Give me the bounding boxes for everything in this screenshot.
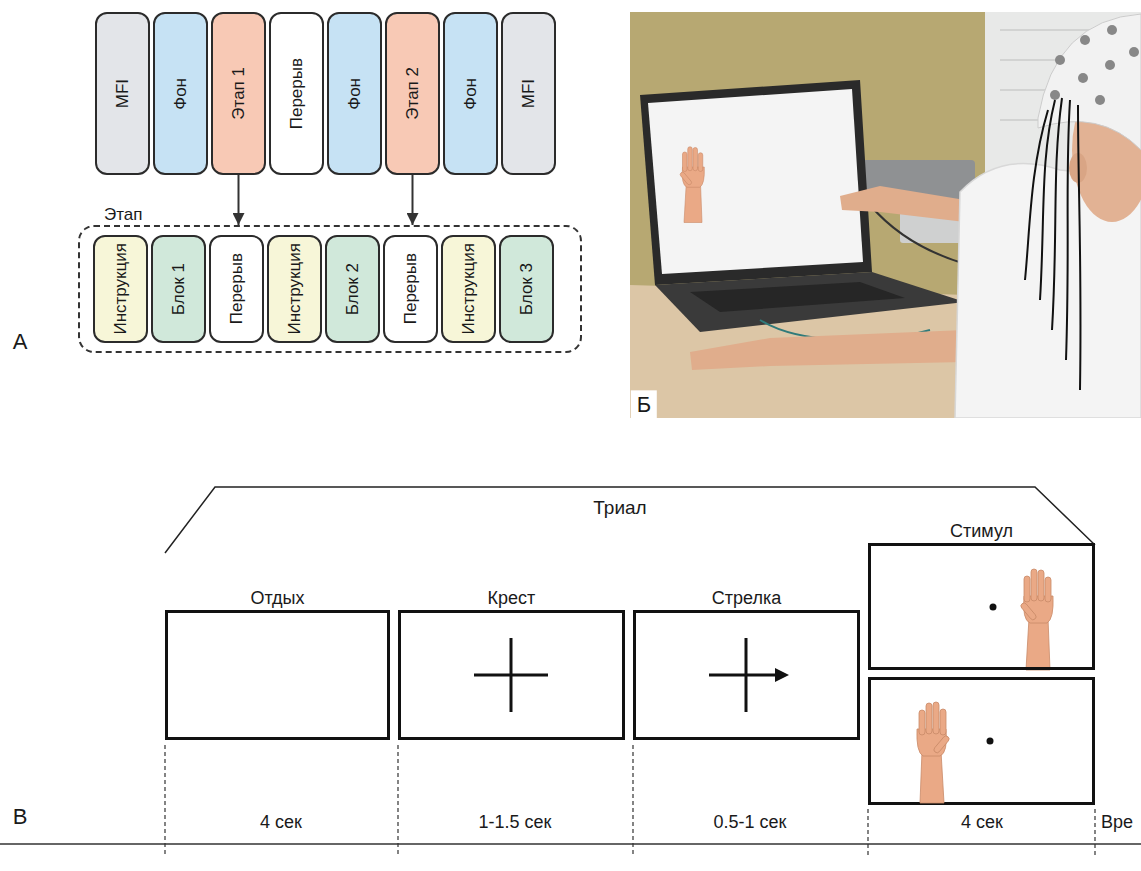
cue-arrow xyxy=(745,638,748,712)
screen-frame: Стимул xyxy=(868,543,1095,670)
electrode xyxy=(1080,35,1090,45)
block-box: Блок 2 xyxy=(325,235,380,343)
stage-box: Фон xyxy=(153,12,208,175)
hand-stimulus xyxy=(1020,569,1053,670)
fixation-dot xyxy=(987,738,994,745)
block-box: Инструкция xyxy=(93,235,148,343)
laptop-lid xyxy=(640,80,872,285)
box-label: Инструкция xyxy=(111,243,131,335)
box-label: Перерыв xyxy=(287,58,307,129)
box-heading: Крест xyxy=(488,588,536,609)
keyboard xyxy=(690,282,905,312)
time-marker xyxy=(867,809,868,856)
electrode xyxy=(1107,25,1117,35)
connectors xyxy=(239,175,413,225)
fixation-dot xyxy=(990,604,997,611)
bracket-label: Триал xyxy=(593,497,646,519)
left-arm xyxy=(690,330,965,370)
box-heading: Отдых xyxy=(250,588,304,609)
box-heading: Этап xyxy=(104,205,142,225)
box-label: Перерыв xyxy=(401,253,421,324)
block-box: Перерыв xyxy=(209,235,264,343)
block-box: Инструкция xyxy=(267,235,322,343)
time-marker xyxy=(632,745,633,856)
panel-letter: Б xyxy=(631,390,657,419)
electrode xyxy=(1129,47,1139,57)
time-marker xyxy=(1094,809,1095,856)
eeg-cap xyxy=(1038,14,1141,150)
box-label: Перерыв xyxy=(227,253,247,324)
stage-box: MFI xyxy=(501,12,556,175)
box-heading: Стимул xyxy=(950,521,1013,542)
box-label: Фон xyxy=(171,78,191,110)
stage-box: Фон xyxy=(327,12,382,175)
electrode xyxy=(1050,90,1060,100)
laptop-base xyxy=(655,272,965,332)
hand-stimulus xyxy=(917,702,950,803)
block-box: Перерыв xyxy=(383,235,438,343)
box-label: Фон xyxy=(461,78,481,110)
wire xyxy=(1052,98,1062,330)
block-box: Инструкция xyxy=(441,235,496,343)
duration-label: 4 сек xyxy=(961,812,1003,833)
right-arm xyxy=(840,186,965,222)
screen-frame xyxy=(870,679,1094,804)
box-label: Инструкция xyxy=(459,243,479,335)
screen-hand xyxy=(679,147,704,223)
stage-box: Этап 1 xyxy=(211,12,266,175)
block-box: Блок 3 xyxy=(499,235,554,343)
box-label: Блок 2 xyxy=(343,263,363,315)
cue-arrow-head xyxy=(775,668,789,682)
stage-arrow xyxy=(412,175,414,225)
electrode xyxy=(1055,55,1065,65)
duration-label: 1-1.5 сек xyxy=(479,812,552,833)
stage-box: Фон xyxy=(443,12,498,175)
electrode xyxy=(1105,60,1115,70)
stage-box: MFI xyxy=(95,12,150,175)
wire xyxy=(1078,105,1081,390)
cue-arrow xyxy=(709,674,778,677)
block-box: Блок 1 xyxy=(151,235,206,343)
time-marker xyxy=(397,745,398,856)
time-axis xyxy=(0,843,1141,845)
box-label: Фон xyxy=(345,78,365,110)
box-label: MFI xyxy=(519,79,539,108)
duration-label: 0.5-1 сек xyxy=(714,812,787,833)
duration-label: 4 сек xyxy=(260,812,302,833)
panel-letter: А xyxy=(13,329,28,354)
axis-label: Вре xyxy=(1101,812,1133,833)
photo-illustration xyxy=(630,12,1141,418)
wall xyxy=(630,12,1141,418)
electrode xyxy=(1078,73,1088,83)
box-label: Этап 2 xyxy=(403,67,423,120)
screen-frame: Отдых xyxy=(165,610,390,740)
box-heading: Стрелка xyxy=(712,588,781,609)
box-label: Блок 1 xyxy=(169,263,189,315)
panel-letter: В xyxy=(13,804,28,829)
laptop-screen xyxy=(648,89,863,274)
screen-frame: Крест xyxy=(398,610,625,740)
stage-box: Этап 2 xyxy=(385,12,440,175)
stage-box: Перерыв xyxy=(269,12,324,175)
stage-group: ЭтапИнструкцияБлок 1ПерерывИнструкцияБло… xyxy=(78,225,582,353)
box-label: Инструкция xyxy=(285,243,305,335)
time-markers xyxy=(165,745,1095,856)
wire xyxy=(1066,100,1070,360)
box-label: Блок 3 xyxy=(517,263,537,315)
stage-arrow xyxy=(238,175,240,225)
wire xyxy=(1025,110,1048,280)
fixation-cross xyxy=(510,638,513,712)
time-marker xyxy=(164,745,165,856)
box-label: Этап 1 xyxy=(229,67,249,120)
box-label: MFI xyxy=(113,79,133,108)
screen-frame: Стрелка xyxy=(633,610,860,740)
electrode xyxy=(1095,95,1105,105)
